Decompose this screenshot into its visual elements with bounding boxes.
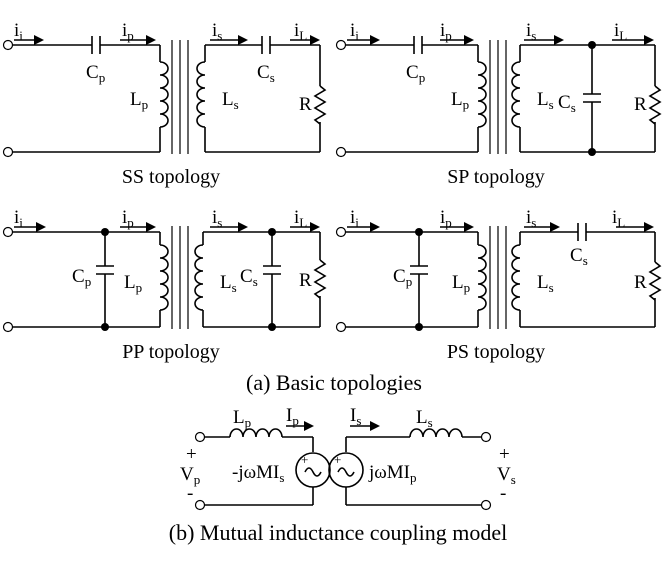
- label-is: is: [526, 20, 536, 43]
- input-terminal-top: [2, 226, 14, 238]
- caption-b: (b) Mutual inductance coupling model: [169, 520, 507, 545]
- ss-topology-circuit: ii ip is iL Cp Lp Ls Cs R SS topology: [2, 20, 326, 188]
- label-ii: ii: [14, 20, 23, 43]
- label-R: R: [299, 94, 312, 115]
- label-Vs: Vs: [497, 464, 516, 487]
- label-R: R: [634, 272, 647, 293]
- primary-minus: -: [187, 483, 193, 504]
- caption-pp: PP topology: [122, 341, 220, 363]
- label-ip: ip: [440, 20, 452, 43]
- label-ii: ii: [350, 20, 359, 43]
- label-Cp: Cp: [72, 266, 91, 289]
- label-Ip: Ip: [286, 405, 299, 428]
- input-terminal-bottom: [2, 146, 14, 158]
- label-ip: ip: [122, 207, 134, 230]
- label-secondary-source: jωMIp: [368, 462, 417, 485]
- sp-topology-circuit: ii ip is iL Cp Lp Ls Cs R SP topology: [335, 20, 661, 188]
- input-terminal-bottom: [2, 321, 14, 333]
- label-iL: iL: [294, 20, 307, 43]
- label-Ls: Ls: [537, 272, 554, 295]
- label-R: R: [634, 94, 647, 115]
- label-Cp: Cp: [86, 62, 105, 85]
- input-terminal-top: [335, 39, 347, 51]
- secondary-inductor: [409, 428, 463, 438]
- label-is: is: [212, 207, 222, 230]
- input-terminal-bottom: [335, 146, 347, 158]
- secondary-minus: -: [500, 483, 506, 504]
- label-iL: iL: [614, 20, 627, 43]
- mutual-inductance-model: + Lp Ip + Vp - -jωMIs + Is Ls jωMIp + Vs…: [180, 405, 516, 511]
- label-is: is: [212, 20, 222, 43]
- pp-topology-circuit: ii ip is iL Cp Lp Ls Cs R PP topology: [2, 207, 326, 363]
- label-iL: iL: [294, 207, 307, 230]
- caption-ss: SS topology: [122, 166, 220, 188]
- label-Lp: Lp: [124, 272, 142, 295]
- caption-a: (a) Basic topologies: [246, 370, 422, 395]
- label-ip: ip: [440, 207, 452, 230]
- input-terminal-top: [335, 226, 347, 238]
- label-Ls: Ls: [222, 89, 239, 112]
- input-terminal-top: [2, 39, 14, 51]
- secondary-terminal-bottom: [480, 499, 492, 511]
- label-Cp: Cp: [406, 62, 425, 85]
- label-R: R: [299, 270, 312, 291]
- label-is: is: [526, 207, 536, 230]
- label-Cs: Cs: [240, 266, 258, 289]
- caption-ps: PS topology: [447, 341, 545, 363]
- label-Lp: Lp: [452, 272, 470, 295]
- label-Lp: Lp: [233, 407, 251, 430]
- secondary-plus: +: [499, 444, 510, 465]
- input-terminal-bottom: [335, 321, 347, 333]
- label-Ls: Ls: [537, 89, 554, 112]
- primary-terminal-bottom: [194, 499, 206, 511]
- label-Lp: Lp: [130, 89, 148, 112]
- source-plus-sign: +: [334, 452, 341, 467]
- label-Lp: Lp: [451, 89, 469, 112]
- label-ii: ii: [350, 207, 359, 230]
- label-ip: ip: [122, 20, 134, 43]
- label-Cp: Cp: [393, 266, 412, 289]
- label-ii: ii: [14, 207, 23, 230]
- label-Ls: Ls: [220, 272, 237, 295]
- label-Ls: Ls: [416, 407, 433, 430]
- label-Cs: Cs: [570, 245, 588, 268]
- label-primary-source: -jωMIs: [232, 462, 284, 485]
- label-Cs: Cs: [257, 62, 275, 85]
- primary-plus: +: [186, 444, 197, 465]
- primary-inductor: [229, 428, 283, 438]
- source-plus-sign: +: [301, 452, 308, 467]
- ps-topology-circuit: ii ip is iL Cp Lp Ls Cs R PS topology: [335, 207, 661, 363]
- secondary-terminal-top: [480, 431, 492, 443]
- label-iL: iL: [612, 207, 625, 230]
- label-Cs: Cs: [558, 92, 576, 115]
- label-Vp: Vp: [180, 464, 200, 487]
- caption-sp: SP topology: [447, 166, 545, 188]
- primary-terminal-top: [194, 431, 206, 443]
- label-Is: Is: [350, 405, 361, 428]
